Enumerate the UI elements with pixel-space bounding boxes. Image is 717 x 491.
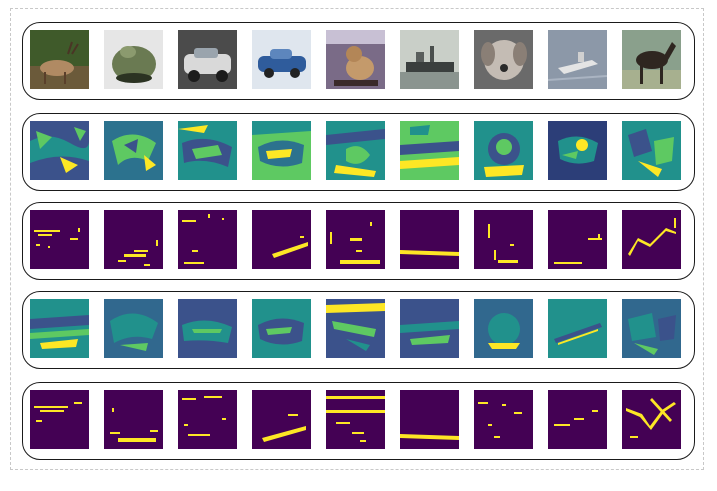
feature-maps-row-5 bbox=[22, 382, 695, 460]
feature-maps-row-4 bbox=[22, 291, 695, 369]
feature-map-horse-2 bbox=[622, 299, 681, 358]
feature-map-dog-2 bbox=[474, 299, 533, 358]
feature-map-cat bbox=[326, 121, 385, 180]
feature-map-car-blue bbox=[252, 121, 311, 180]
binary-map-ship-small-2 bbox=[548, 390, 607, 449]
binary-map-ship-2 bbox=[400, 390, 459, 449]
binary-map-car-blue-2 bbox=[252, 390, 311, 449]
feature-map-ship-small-2 bbox=[548, 299, 607, 358]
feature-map-frog-2 bbox=[104, 299, 163, 358]
image-frog bbox=[104, 30, 163, 89]
figure-frame bbox=[10, 8, 704, 470]
binary-map-ship-small bbox=[548, 210, 607, 269]
binary-map-dog-2 bbox=[474, 390, 533, 449]
image-cat bbox=[326, 30, 385, 89]
binary-map-dog bbox=[474, 210, 533, 269]
binary-map-cat-2 bbox=[326, 390, 385, 449]
feature-map-cat-2 bbox=[326, 299, 385, 358]
feature-map-ship-2 bbox=[400, 299, 459, 358]
feature-map-car-white bbox=[178, 121, 237, 180]
binary-map-frog bbox=[104, 210, 163, 269]
image-horse bbox=[622, 30, 681, 89]
binary-map-car-white-2 bbox=[178, 390, 237, 449]
binary-map-horse bbox=[622, 210, 681, 269]
feature-map-deer-2 bbox=[30, 299, 89, 358]
feature-maps-row-3 bbox=[22, 202, 695, 280]
binary-map-car-blue bbox=[252, 210, 311, 269]
feature-map-dog bbox=[474, 121, 533, 180]
feature-map-horse bbox=[622, 121, 681, 180]
feature-map-ship bbox=[400, 121, 459, 180]
binary-map-deer bbox=[30, 210, 89, 269]
image-car-blue bbox=[252, 30, 311, 89]
image-ship bbox=[400, 30, 459, 89]
feature-map-deer bbox=[30, 121, 89, 180]
binary-map-horse-2 bbox=[622, 390, 681, 449]
feature-maps-row-2 bbox=[22, 113, 695, 191]
binary-map-deer-2 bbox=[30, 390, 89, 449]
input-images-row bbox=[22, 22, 695, 100]
feature-map-frog bbox=[104, 121, 163, 180]
feature-map-car-white-2 bbox=[178, 299, 237, 358]
feature-map-car-blue-2 bbox=[252, 299, 311, 358]
image-car-white bbox=[178, 30, 237, 89]
image-ship-small bbox=[548, 30, 607, 89]
image-deer bbox=[30, 30, 89, 89]
feature-map-ship-small bbox=[548, 121, 607, 180]
binary-map-ship bbox=[400, 210, 459, 269]
binary-map-car-white bbox=[178, 210, 237, 269]
image-dog bbox=[474, 30, 533, 89]
binary-map-frog-2 bbox=[104, 390, 163, 449]
binary-map-cat bbox=[326, 210, 385, 269]
